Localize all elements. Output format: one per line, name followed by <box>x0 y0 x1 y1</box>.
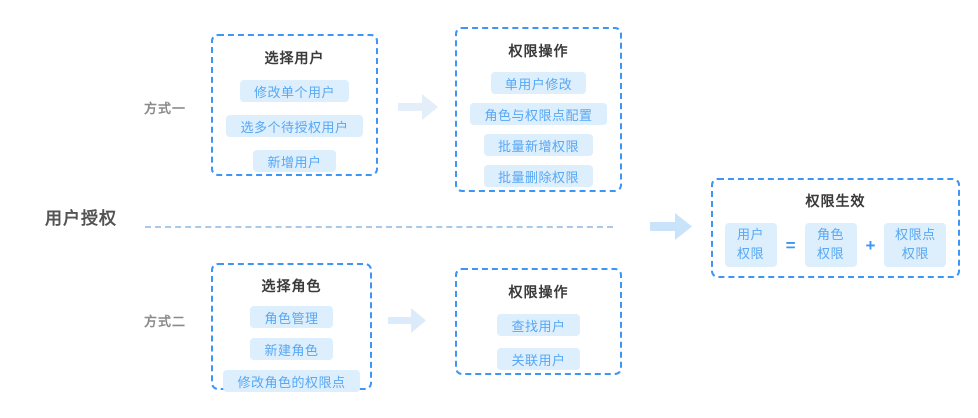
pill-batch-delete-permission[interactable]: 批量删除权限 <box>483 165 593 187</box>
pill-list-permission-operation-bottom: 查找用户 关联用户 <box>497 314 580 370</box>
pill-find-user[interactable]: 查找用户 <box>497 314 580 336</box>
card-title-select-role: 选择角色 <box>261 278 322 294</box>
formula-term-user-permission[interactable]: 用户 权限 <box>724 223 777 267</box>
formula-term-permission-point-permission-line1: 权限点 <box>895 227 936 243</box>
branch-label-method-two: 方式二 <box>144 314 187 329</box>
card-title-permission-operation-bottom: 权限操作 <box>508 284 569 300</box>
arrow-right-icon-bottom <box>388 308 426 333</box>
pill-list-select-user: 修改单个用户 选多个待授权用户 新增用户 <box>226 80 363 172</box>
card-title-permission-effective: 权限生效 <box>805 193 866 209</box>
pill-modify-single-user[interactable]: 修改单个用户 <box>239 80 349 102</box>
formula-term-user-permission-line1: 用户 <box>737 227 765 243</box>
pill-add-user[interactable]: 新增用户 <box>253 150 336 172</box>
arrow-right-icon-top <box>398 94 438 120</box>
card-permission-operation-bottom[interactable]: 权限操作 查找用户 关联用户 <box>455 268 622 375</box>
pill-associate-user[interactable]: 关联用户 <box>497 348 580 370</box>
formula-term-role-permission-line1: 角色 <box>816 227 844 243</box>
card-permission-effective[interactable]: 权限生效 用户 权限 = 角色 权限 + 权限点 权限 <box>711 178 960 278</box>
pill-list-permission-operation-top: 单用户修改 角色与权限点配置 批量新增权限 批量删除权限 <box>470 72 607 187</box>
formula-operator-plus: + <box>865 235 876 255</box>
pill-select-multiple-users[interactable]: 选多个待授权用户 <box>226 115 363 137</box>
card-select-role[interactable]: 选择角色 角色管理 新建角色 修改角色的权限点 <box>211 263 372 392</box>
section-label-user-authorization: 用户授权 <box>45 209 117 228</box>
formula-operator-equals: = <box>785 235 796 255</box>
formula-term-permission-point-permission-line2: 权限 <box>901 246 929 261</box>
pill-single-user-modify[interactable]: 单用户修改 <box>490 72 587 94</box>
pill-batch-add-permission[interactable]: 批量新增权限 <box>483 134 593 156</box>
pill-role-management[interactable]: 角色管理 <box>250 306 333 328</box>
formula-term-user-permission-line2: 权限 <box>737 246 765 261</box>
branch-label-method-one: 方式一 <box>144 101 187 116</box>
card-select-user[interactable]: 选择用户 修改单个用户 选多个待授权用户 新增用户 <box>211 34 378 176</box>
card-permission-operation-top[interactable]: 权限操作 单用户修改 角色与权限点配置 批量新增权限 批量删除权限 <box>455 27 622 192</box>
formula-term-role-permission[interactable]: 角色 权限 <box>804 223 857 267</box>
card-title-permission-operation-top: 权限操作 <box>508 43 569 59</box>
formula-term-permission-point-permission[interactable]: 权限点 权限 <box>884 223 947 267</box>
card-title-select-user: 选择用户 <box>264 50 325 66</box>
permission-formula: 用户 权限 = 角色 权限 + 权限点 权限 <box>724 223 947 267</box>
pill-modify-role-permission-points[interactable]: 修改角色的权限点 <box>223 370 360 392</box>
arrow-right-icon-middle <box>650 213 692 240</box>
pill-role-and-permission-point-config[interactable]: 角色与权限点配置 <box>470 103 607 125</box>
horizontal-dashed-divider <box>145 226 613 228</box>
pill-list-select-role: 角色管理 新建角色 修改角色的权限点 <box>223 306 360 392</box>
formula-term-role-permission-line2: 权限 <box>816 246 844 261</box>
pill-create-role[interactable]: 新建角色 <box>250 338 333 360</box>
